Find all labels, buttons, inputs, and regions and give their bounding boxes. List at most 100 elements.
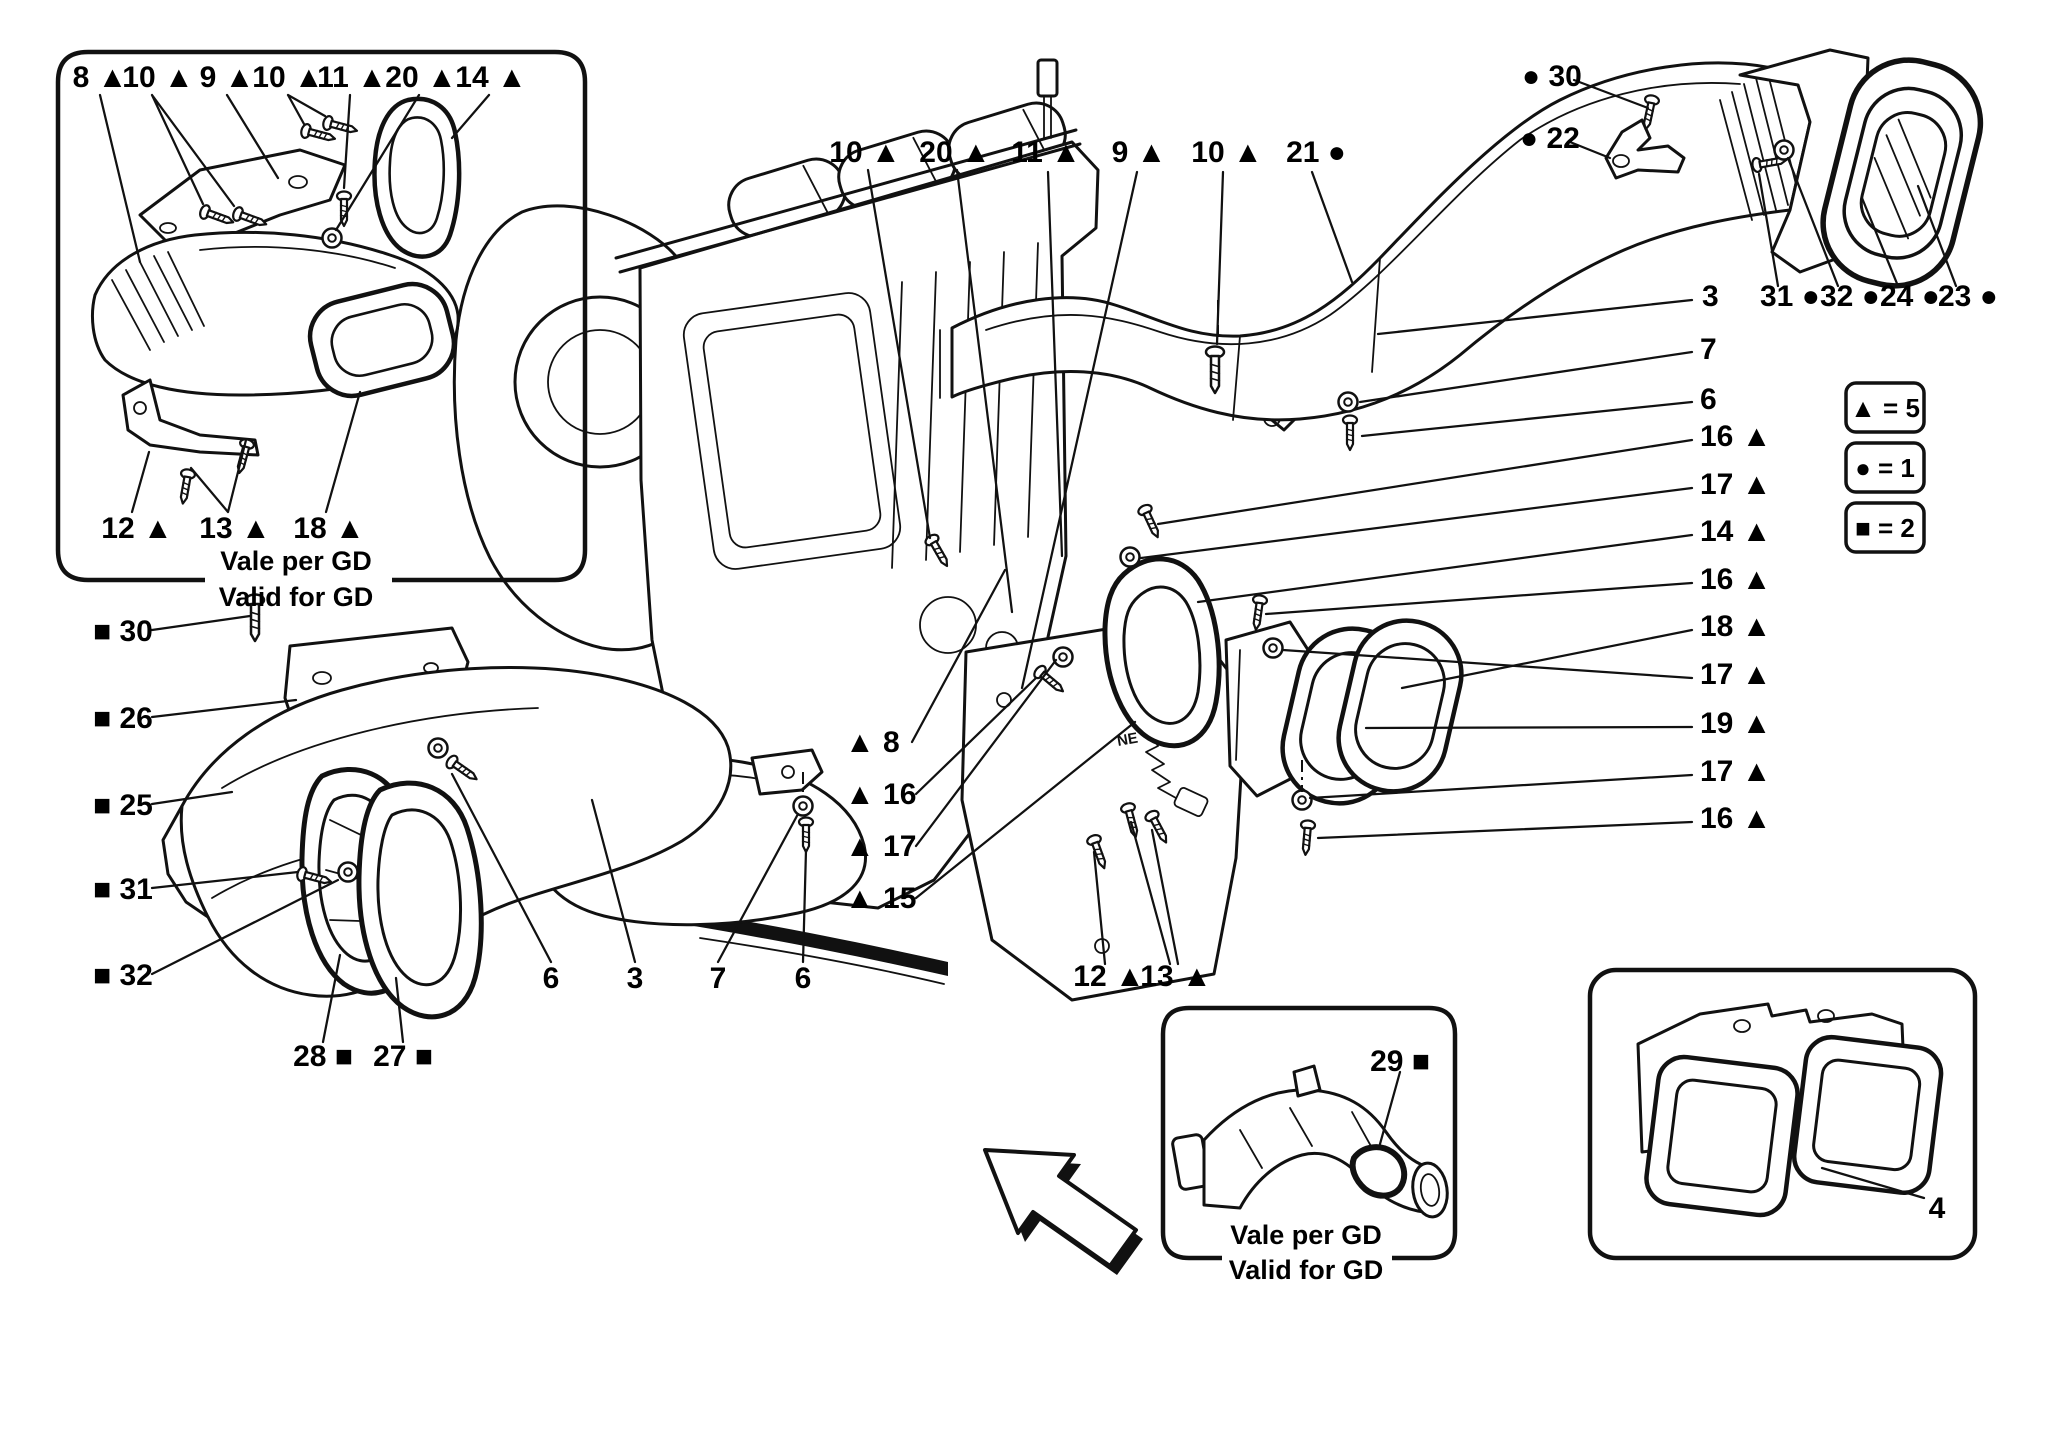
callout-4: 4 — [1929, 1192, 1946, 1225]
washer-17-icon — [1119, 546, 1141, 568]
callout-32-right: 32 ● — [1820, 280, 1880, 313]
callout-6-bottom-a: 6 — [543, 962, 560, 995]
callout-16-col-b: 16 ▲ — [1700, 563, 1771, 596]
washer-7-icon — [792, 795, 814, 817]
callout-10-main-a: 10 ▲ — [829, 136, 900, 169]
callout-16-col-a: 16 ▲ — [1700, 420, 1771, 453]
legend-square-equals-2: ■ = 2 — [1855, 513, 1915, 543]
inset-bottom-right: 4 — [1587, 967, 1978, 1261]
washer-7-icon — [427, 737, 449, 759]
callout-3-right: 3 — [1702, 280, 1719, 313]
callout-26-left: ■ 26 — [93, 702, 153, 735]
inset-top-left-note-2: Valid for GD — [219, 582, 374, 612]
callout-inset-8: 8 ▲ — [73, 61, 128, 94]
callout-16-col-c: 16 ▲ — [1700, 802, 1771, 835]
inset-bottom-center: 29 ■ Vale per GD Valid for GD — [1160, 1005, 1458, 1285]
gd-duct-seal-29 — [1349, 1144, 1408, 1199]
washer-17-icon — [1291, 789, 1313, 811]
callout-32-left: ■ 32 — [93, 959, 153, 992]
callout-9-main: 9 ▲ — [1112, 136, 1167, 169]
callout-11-main: 11 ▲ — [1011, 136, 1081, 169]
inset-top-left-drawing — [90, 96, 462, 506]
leader-29 — [1378, 1070, 1402, 1146]
gasket-ring-2 — [1336, 618, 1464, 794]
callout-14-col: 14 ▲ — [1700, 515, 1771, 548]
callout-31-left: ■ 31 — [93, 873, 153, 906]
callout-29: 29 ■ — [1370, 1045, 1430, 1078]
callout-17-col-a: 17 ▲ — [1700, 468, 1771, 501]
legend-box-triangle — [1844, 381, 1926, 434]
inset-top-left-border — [55, 49, 588, 583]
callout-30-left: ■ 30 — [93, 615, 153, 648]
direction-arrow — [983, 1148, 1143, 1275]
washer-32-icon — [337, 861, 359, 883]
legend-triangle-equals-5: ▲ = 5 — [1850, 393, 1920, 423]
callout-inset-12: 12 ▲ — [101, 512, 172, 545]
callout-22-right: ● 22 — [1520, 122, 1580, 155]
callout-6-bottom-b: 6 — [795, 962, 812, 995]
washer-7-icon — [1337, 391, 1359, 413]
callout-inset-11: 11 ▲ — [317, 61, 387, 94]
duct-end-hatching — [1719, 73, 1801, 221]
inset-bottom-center-note-1: Vale per GD — [1230, 1220, 1382, 1250]
screw-16-icon — [1297, 818, 1317, 857]
leader-4 — [1820, 1166, 1926, 1200]
vent-cover-27 — [356, 780, 484, 1020]
callout-30-right: ● 30 — [1522, 60, 1582, 93]
arrow-outline — [983, 1148, 1138, 1268]
vent-bezel-rings — [1820, 57, 1984, 289]
callout-31-right: 31 ● — [1760, 280, 1820, 313]
inset-top-left: 8 ▲ 10 ▲ 9 ▲ 10 ▲ 11 ▲ 20 ▲ 14 ▲ 12 ▲ 13… — [55, 49, 588, 612]
washer-32-icon — [1773, 139, 1795, 161]
callout-21-main: 21 ● — [1286, 136, 1346, 169]
inset-bottom-right-drawing — [1636, 1002, 1944, 1218]
callout-7-bottom: 7 — [710, 962, 727, 995]
callout-inset-10a: 10 ▲ — [122, 61, 193, 94]
callout-25-left: ■ 25 — [93, 789, 153, 822]
callout-13-bottom: 13 ▲ — [1140, 960, 1211, 993]
screw-16-icon — [1247, 593, 1269, 632]
callout-6-col: 6 — [1700, 383, 1717, 416]
callout-19-col: 19 ▲ — [1700, 707, 1771, 740]
legend-circle-equals-1: ● = 1 — [1855, 453, 1915, 483]
left-duct-assembly-drawing — [161, 593, 733, 1020]
callout-7-col: 7 — [1700, 333, 1717, 366]
inset-bottom-right-border — [1587, 967, 1978, 1261]
right-vent-assembly-drawing — [1604, 48, 1984, 289]
center-vent-parts-drawing — [792, 300, 1464, 872]
callout-24-right: 24 ● — [1880, 280, 1940, 313]
legend-box-square — [1844, 501, 1926, 554]
inset-top-left-leaders — [98, 93, 491, 514]
callout-inset-20: 20 ▲ — [385, 61, 456, 94]
screw-16-icon — [1135, 501, 1166, 542]
callout-23-right: 23 ● — [1938, 280, 1998, 313]
callout-3-bottom: 3 — [627, 962, 644, 995]
legend-box-circle — [1844, 441, 1926, 494]
callout-17-col-c: 17 ▲ — [1700, 755, 1771, 788]
inset-bottom-center-note-2: Valid for GD — [1229, 1255, 1384, 1285]
main-callout-labels: 10 ▲ 20 ▲ 11 ▲ 9 ▲ 10 ▲ 21 ● ● 30 ● 22 3… — [93, 60, 1998, 1073]
callout-15-center: ▲ 15 — [845, 882, 916, 915]
callout-18-col: 18 ▲ — [1700, 610, 1771, 643]
callout-inset-10b: 10 ▲ — [252, 61, 323, 94]
callout-17-center: ▲ 17 — [845, 830, 916, 863]
inset-top-left-note-1: Vale per GD — [220, 546, 372, 576]
screw-6-icon — [1341, 414, 1359, 452]
vent-ring-inner — [1122, 585, 1202, 725]
washer-17-icon — [1052, 646, 1074, 668]
symbol-legend: ▲ = 5 ● = 1 ■ = 2 — [1844, 381, 1926, 554]
callout-inset-13: 13 ▲ — [199, 512, 270, 545]
temperature-sensor — [1036, 58, 1059, 139]
vent-ring-outer — [1102, 556, 1222, 749]
callout-8-center: ▲ 8 — [845, 726, 900, 759]
callout-16-center: ▲ 16 — [845, 778, 916, 811]
callout-28: 28 ■ — [293, 1040, 353, 1073]
callout-17-col-b: 17 ▲ — [1700, 658, 1771, 691]
callout-27: 27 ■ — [373, 1040, 433, 1073]
callout-20-main: 20 ▲ — [919, 136, 990, 169]
unit-body-details — [614, 128, 1082, 985]
callout-10-main-b: 10 ▲ — [1191, 136, 1262, 169]
callout-12-bottom: 12 ▲ — [1073, 960, 1144, 993]
